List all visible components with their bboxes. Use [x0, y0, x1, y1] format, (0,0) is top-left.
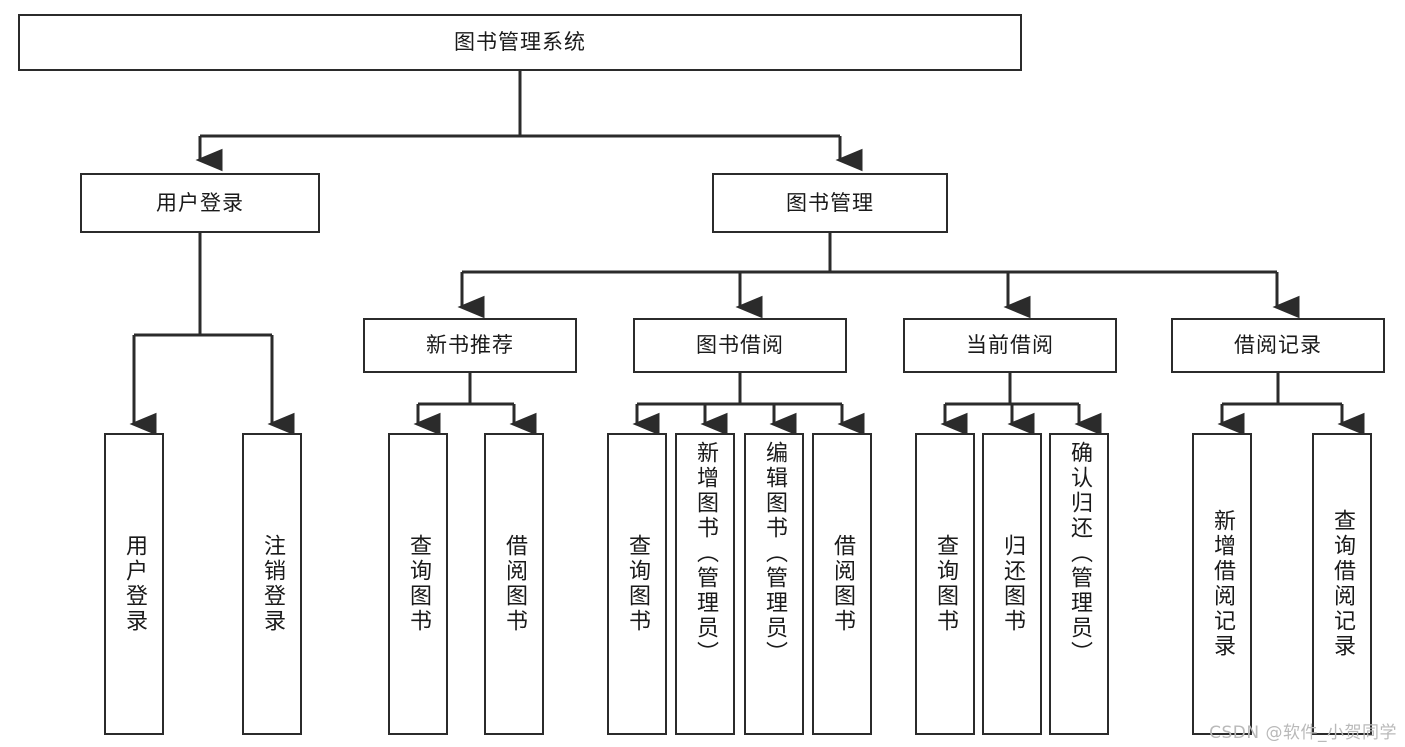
node-label: 用户登录 [122, 534, 147, 634]
node-book-borrow[interactable]: 图书借阅 [633, 318, 847, 373]
leaf-query-book-newbook[interactable]: 查询图书 [388, 433, 448, 735]
csdn-watermark: CSDN @软件_小贺同学 [1209, 723, 1397, 743]
node-label: 查询图书 [933, 534, 958, 634]
leaf-add-borrow-record[interactable]: 新增借阅记录 [1192, 433, 1252, 735]
node-label: 图书借阅 [696, 333, 784, 358]
node-label: 注销登录 [260, 534, 285, 634]
node-root-system[interactable]: 图书管理系统 [18, 14, 1022, 71]
node-label: 新增图书（管理员） [693, 441, 718, 666]
node-label: 借阅图书 [830, 534, 855, 634]
node-label: 查询借阅记录 [1330, 509, 1355, 659]
node-label: 图书管理系统 [454, 30, 586, 55]
node-new-book-recommend[interactable]: 新书推荐 [363, 318, 577, 373]
node-label: 借阅图书 [502, 534, 527, 634]
leaf-query-book-current[interactable]: 查询图书 [915, 433, 975, 735]
leaf-add-book-admin[interactable]: 新增图书（管理员） [675, 433, 735, 735]
node-label: 新增借阅记录 [1210, 509, 1235, 659]
node-label: 确认归还（管理员） [1067, 441, 1092, 666]
node-user-login[interactable]: 用户登录 [80, 173, 320, 233]
node-label: 图书管理 [786, 190, 874, 215]
leaf-query-book-borrow[interactable]: 查询图书 [607, 433, 667, 735]
node-label: 编辑图书（管理员） [762, 441, 787, 666]
leaf-user-login[interactable]: 用户登录 [104, 433, 164, 735]
leaf-confirm-return-admin[interactable]: 确认归还（管理员） [1049, 433, 1109, 735]
node-borrow-record[interactable]: 借阅记录 [1171, 318, 1385, 373]
node-label: 新书推荐 [426, 333, 514, 358]
leaf-edit-book-admin[interactable]: 编辑图书（管理员） [744, 433, 804, 735]
leaf-logout[interactable]: 注销登录 [242, 433, 302, 735]
node-label: 当前借阅 [966, 333, 1054, 358]
leaf-borrow-book-newbook[interactable]: 借阅图书 [484, 433, 544, 735]
node-label: 查询图书 [625, 534, 650, 634]
node-book-management[interactable]: 图书管理 [712, 173, 948, 233]
node-label: 用户登录 [156, 190, 244, 215]
node-label: 归还图书 [1000, 534, 1025, 634]
leaf-return-book[interactable]: 归还图书 [982, 433, 1042, 735]
leaf-borrow-book[interactable]: 借阅图书 [812, 433, 872, 735]
node-label: 查询图书 [406, 534, 431, 634]
node-current-borrow[interactable]: 当前借阅 [903, 318, 1117, 373]
node-label: 借阅记录 [1234, 333, 1322, 358]
leaf-query-borrow-record[interactable]: 查询借阅记录 [1312, 433, 1372, 735]
